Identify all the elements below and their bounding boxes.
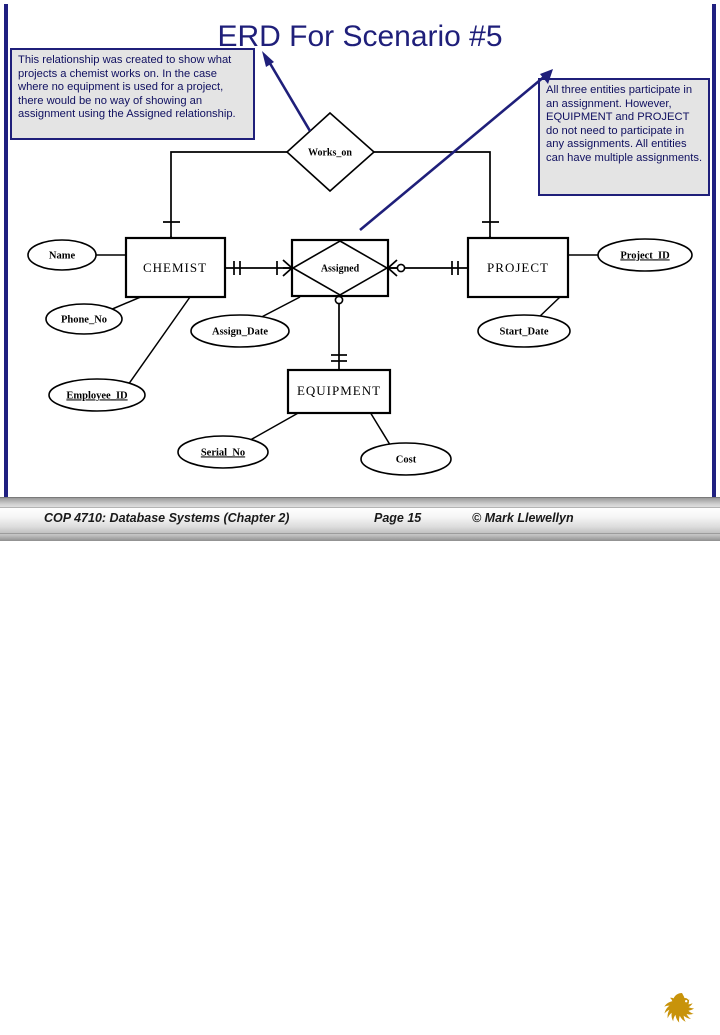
annotation-arrow-left — [262, 51, 312, 132]
relationship-works-on-label: Works_on — [308, 147, 352, 158]
relationship-works-on[interactable]: Works_on — [285, 111, 376, 193]
entity-equipment[interactable]: EQUIPMENT — [286, 368, 392, 415]
attribute-assign-date-label: Assign_Date — [212, 326, 268, 337]
slide-border-right — [712, 0, 716, 497]
attribute-employee-id[interactable]: Employee_ID — [48, 378, 146, 412]
attribute-project-id[interactable]: Project_ID — [597, 238, 693, 272]
relationship-assigned-label: Assigned — [321, 263, 360, 274]
attribute-assign-date[interactable]: Assign_Date — [190, 314, 290, 348]
attribute-phone-no[interactable]: Phone_No — [45, 303, 123, 335]
attribute-serial-no[interactable]: Serial_No — [177, 435, 269, 469]
cardinality-one-project-left — [451, 261, 459, 275]
attribute-start-date[interactable]: Start_Date — [477, 314, 571, 348]
attrlink-cost — [369, 411, 393, 449]
footer-page-number: Page 15 — [374, 511, 422, 525]
pegasus-logo-icon — [664, 993, 695, 1023]
attribute-serial-no-label: Serial_No — [201, 447, 245, 458]
cardinality-one-equipment-top — [331, 354, 347, 362]
cardinality-one-chemist-right — [233, 261, 241, 275]
footer-course: COP 4710: Database Systems (Chapter 2) — [44, 511, 290, 525]
attrlink-employeeid — [127, 296, 191, 386]
attribute-cost-label: Cost — [396, 454, 417, 465]
slide-footer: COP 4710: Database Systems (Chapter 2) P… — [0, 497, 720, 1023]
entity-project[interactable]: PROJECT — [466, 236, 570, 299]
slide-border-left — [4, 0, 8, 497]
attribute-project-id-label: Project_ID — [620, 250, 670, 261]
attrlink-serialno — [244, 411, 301, 444]
attribute-phone-no-label: Phone_No — [61, 314, 107, 325]
callout-note-right: All three entities participate in an ass… — [538, 78, 710, 196]
er-diagram: Works_on Assigned CHEMIST PROJECT EQUIPM… — [27, 51, 693, 476]
entity-chemist-label: CHEMIST — [143, 260, 207, 275]
cardinality-zero-or-many-assigned-right — [387, 259, 406, 277]
attribute-name-label: Name — [49, 250, 76, 261]
annotation-arrow-right — [359, 69, 553, 231]
attribute-name[interactable]: Name — [27, 239, 97, 271]
attribute-cost[interactable]: Cost — [360, 442, 452, 476]
entity-chemist[interactable]: CHEMIST — [124, 236, 227, 299]
slide-border-top — [4, 0, 716, 4]
relationship-assigned[interactable]: Assigned — [290, 238, 390, 298]
footer-copyright: © Mark Llewellyn — [472, 511, 574, 525]
connector-workson-project — [374, 151, 491, 237]
attribute-start-date-label: Start_Date — [500, 326, 549, 337]
entity-equipment-label: EQUIPMENT — [297, 383, 381, 398]
page-title: ERD For Scenario #5 — [217, 20, 503, 53]
attribute-employee-id-label: Employee_ID — [66, 390, 128, 401]
footer-bar — [0, 507, 720, 534]
connector-workson-chemist — [170, 151, 287, 237]
cardinality-one-or-many-assigned-left — [276, 259, 293, 277]
callout-note-left: This relationship was created to show wh… — [10, 48, 255, 140]
entity-project-label: PROJECT — [487, 260, 549, 275]
